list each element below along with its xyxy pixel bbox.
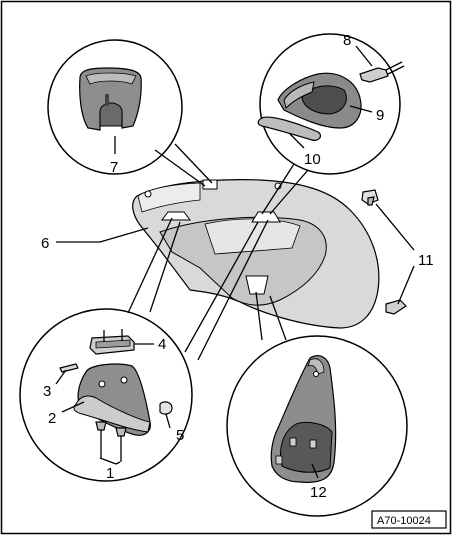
callout-7: 7 [110,159,118,176]
figure-reference: A70-10024 [371,510,447,529]
callout-8: 8 [343,32,351,49]
connector-lines [127,143,309,361]
callout-9: 9 [376,107,384,124]
callout-10: 10 [304,151,321,168]
callout-11: 11 [418,252,434,269]
detail-circle-12 [226,335,408,517]
callout-1: 1 [106,465,114,482]
callout-3: 3 [43,383,51,400]
clip-5 [159,401,173,415]
callout-4: 4 [158,336,166,353]
screw-3 [59,363,79,373]
figure-reference-text: A70-10024 [377,515,431,527]
trim-panel [132,179,380,329]
callout-12: 12 [310,484,327,501]
callout-2: 2 [48,410,56,427]
callout-5: 5 [176,427,184,444]
callout-6: 6 [41,235,49,252]
bolts-1 [95,421,127,462]
lamp-8 [359,67,389,83]
leader-lines [55,45,415,479]
clip-7 [79,67,142,131]
clip-lower [385,299,407,315]
detail-circle-7 [47,39,183,175]
detail-circle-1-5 [19,308,193,482]
lens-10 [257,116,322,141]
clip-upper [361,189,379,206]
callout-labels: 7 6 8 9 10 11 4 3 2 5 1 12 [41,32,434,501]
detail-circle-8-10 [257,33,405,175]
